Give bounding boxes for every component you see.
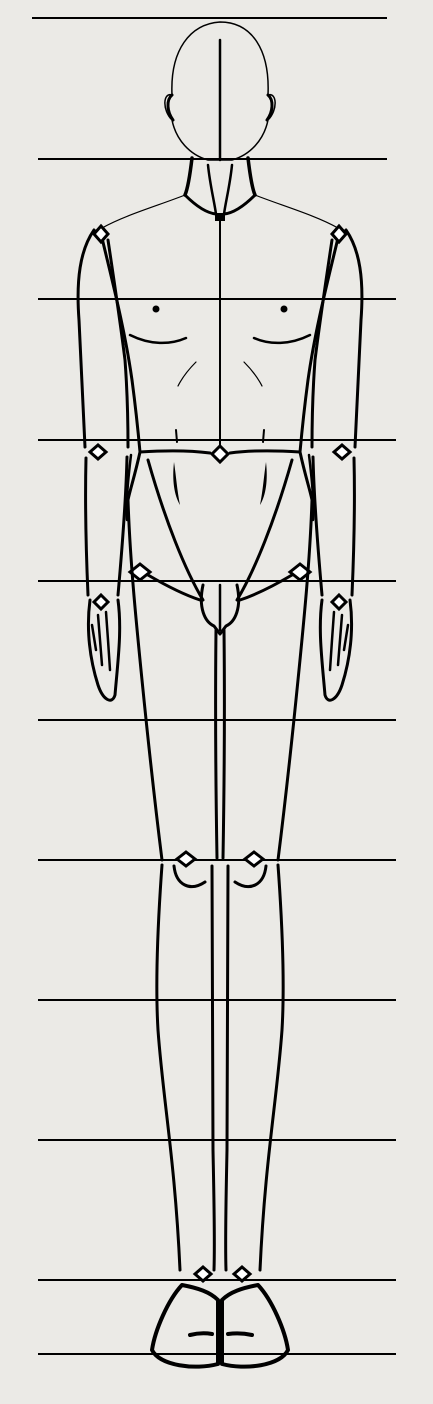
head: [165, 22, 275, 160]
torso-left-side: [102, 238, 140, 452]
left-ankle-joint: [195, 1267, 211, 1281]
torso: [102, 195, 338, 453]
neck-right: [248, 158, 255, 195]
right-arm: [309, 226, 362, 700]
torso-right-side: [300, 238, 338, 452]
right-thigh-inner: [223, 630, 224, 858]
left-hand-fingers: [92, 612, 110, 670]
nipple-left: [153, 306, 160, 313]
left-hand: [88, 600, 119, 700]
right-toe-mark: [228, 1333, 252, 1335]
right-hand-fingers: [330, 612, 348, 670]
sternum-notch: [215, 213, 225, 221]
ribcage-right: [244, 362, 262, 386]
right-thigh-outer: [278, 500, 312, 860]
hip-mark-right: [260, 462, 267, 505]
neck-left: [185, 158, 192, 195]
left-elbow-joint: [90, 445, 106, 459]
right-shin-outer: [260, 865, 283, 1270]
pectoral-left: [130, 335, 186, 343]
abdomen-mark-right: [263, 430, 264, 442]
left-forearm-outer: [86, 458, 88, 595]
shoulder-line-left: [102, 195, 185, 228]
right-ankle-joint: [234, 1267, 250, 1281]
left-thigh-outer: [128, 500, 162, 860]
right-shoulder-joint: [332, 226, 346, 242]
nipple-right: [281, 306, 288, 313]
navel-joint: [212, 446, 228, 462]
abdomen-mark-left: [176, 430, 177, 442]
right-upper-arm-outer: [346, 230, 362, 447]
right-knee-joint: [245, 852, 263, 866]
collarbone-right: [224, 195, 255, 214]
neck: [185, 158, 255, 221]
left-knee-joint: [177, 852, 195, 866]
right-hand: [320, 600, 351, 700]
left-shin-outer: [157, 865, 180, 1270]
shoulder-line-right: [255, 195, 338, 228]
collarbone-left: [185, 195, 216, 214]
figure-drawing: [78, 22, 362, 1367]
pectoral-right: [254, 335, 310, 343]
hip-mark-left: [173, 462, 180, 505]
ribcage-left: [178, 362, 196, 386]
right-kneecap: [235, 866, 266, 887]
neck-left-inner: [208, 165, 216, 214]
left-upper-arm-outer: [78, 230, 94, 447]
left-shin-inner: [212, 866, 214, 1270]
neck-right-inner: [224, 165, 232, 214]
right-elbow-joint: [334, 445, 350, 459]
left-wrist-joint: [94, 595, 108, 609]
left-arm: [78, 226, 131, 700]
pelvis: [128, 446, 312, 634]
left-thigh-inner: [216, 630, 217, 858]
right-forearm-outer: [352, 458, 354, 595]
right-wrist-joint: [332, 595, 346, 609]
right-shin-inner: [226, 866, 228, 1270]
right-forearm-inner: [313, 457, 322, 595]
left-shoulder-joint: [94, 226, 108, 242]
left-toe-mark: [190, 1333, 212, 1335]
left-kneecap: [174, 866, 205, 887]
left-forearm-inner: [118, 457, 127, 595]
